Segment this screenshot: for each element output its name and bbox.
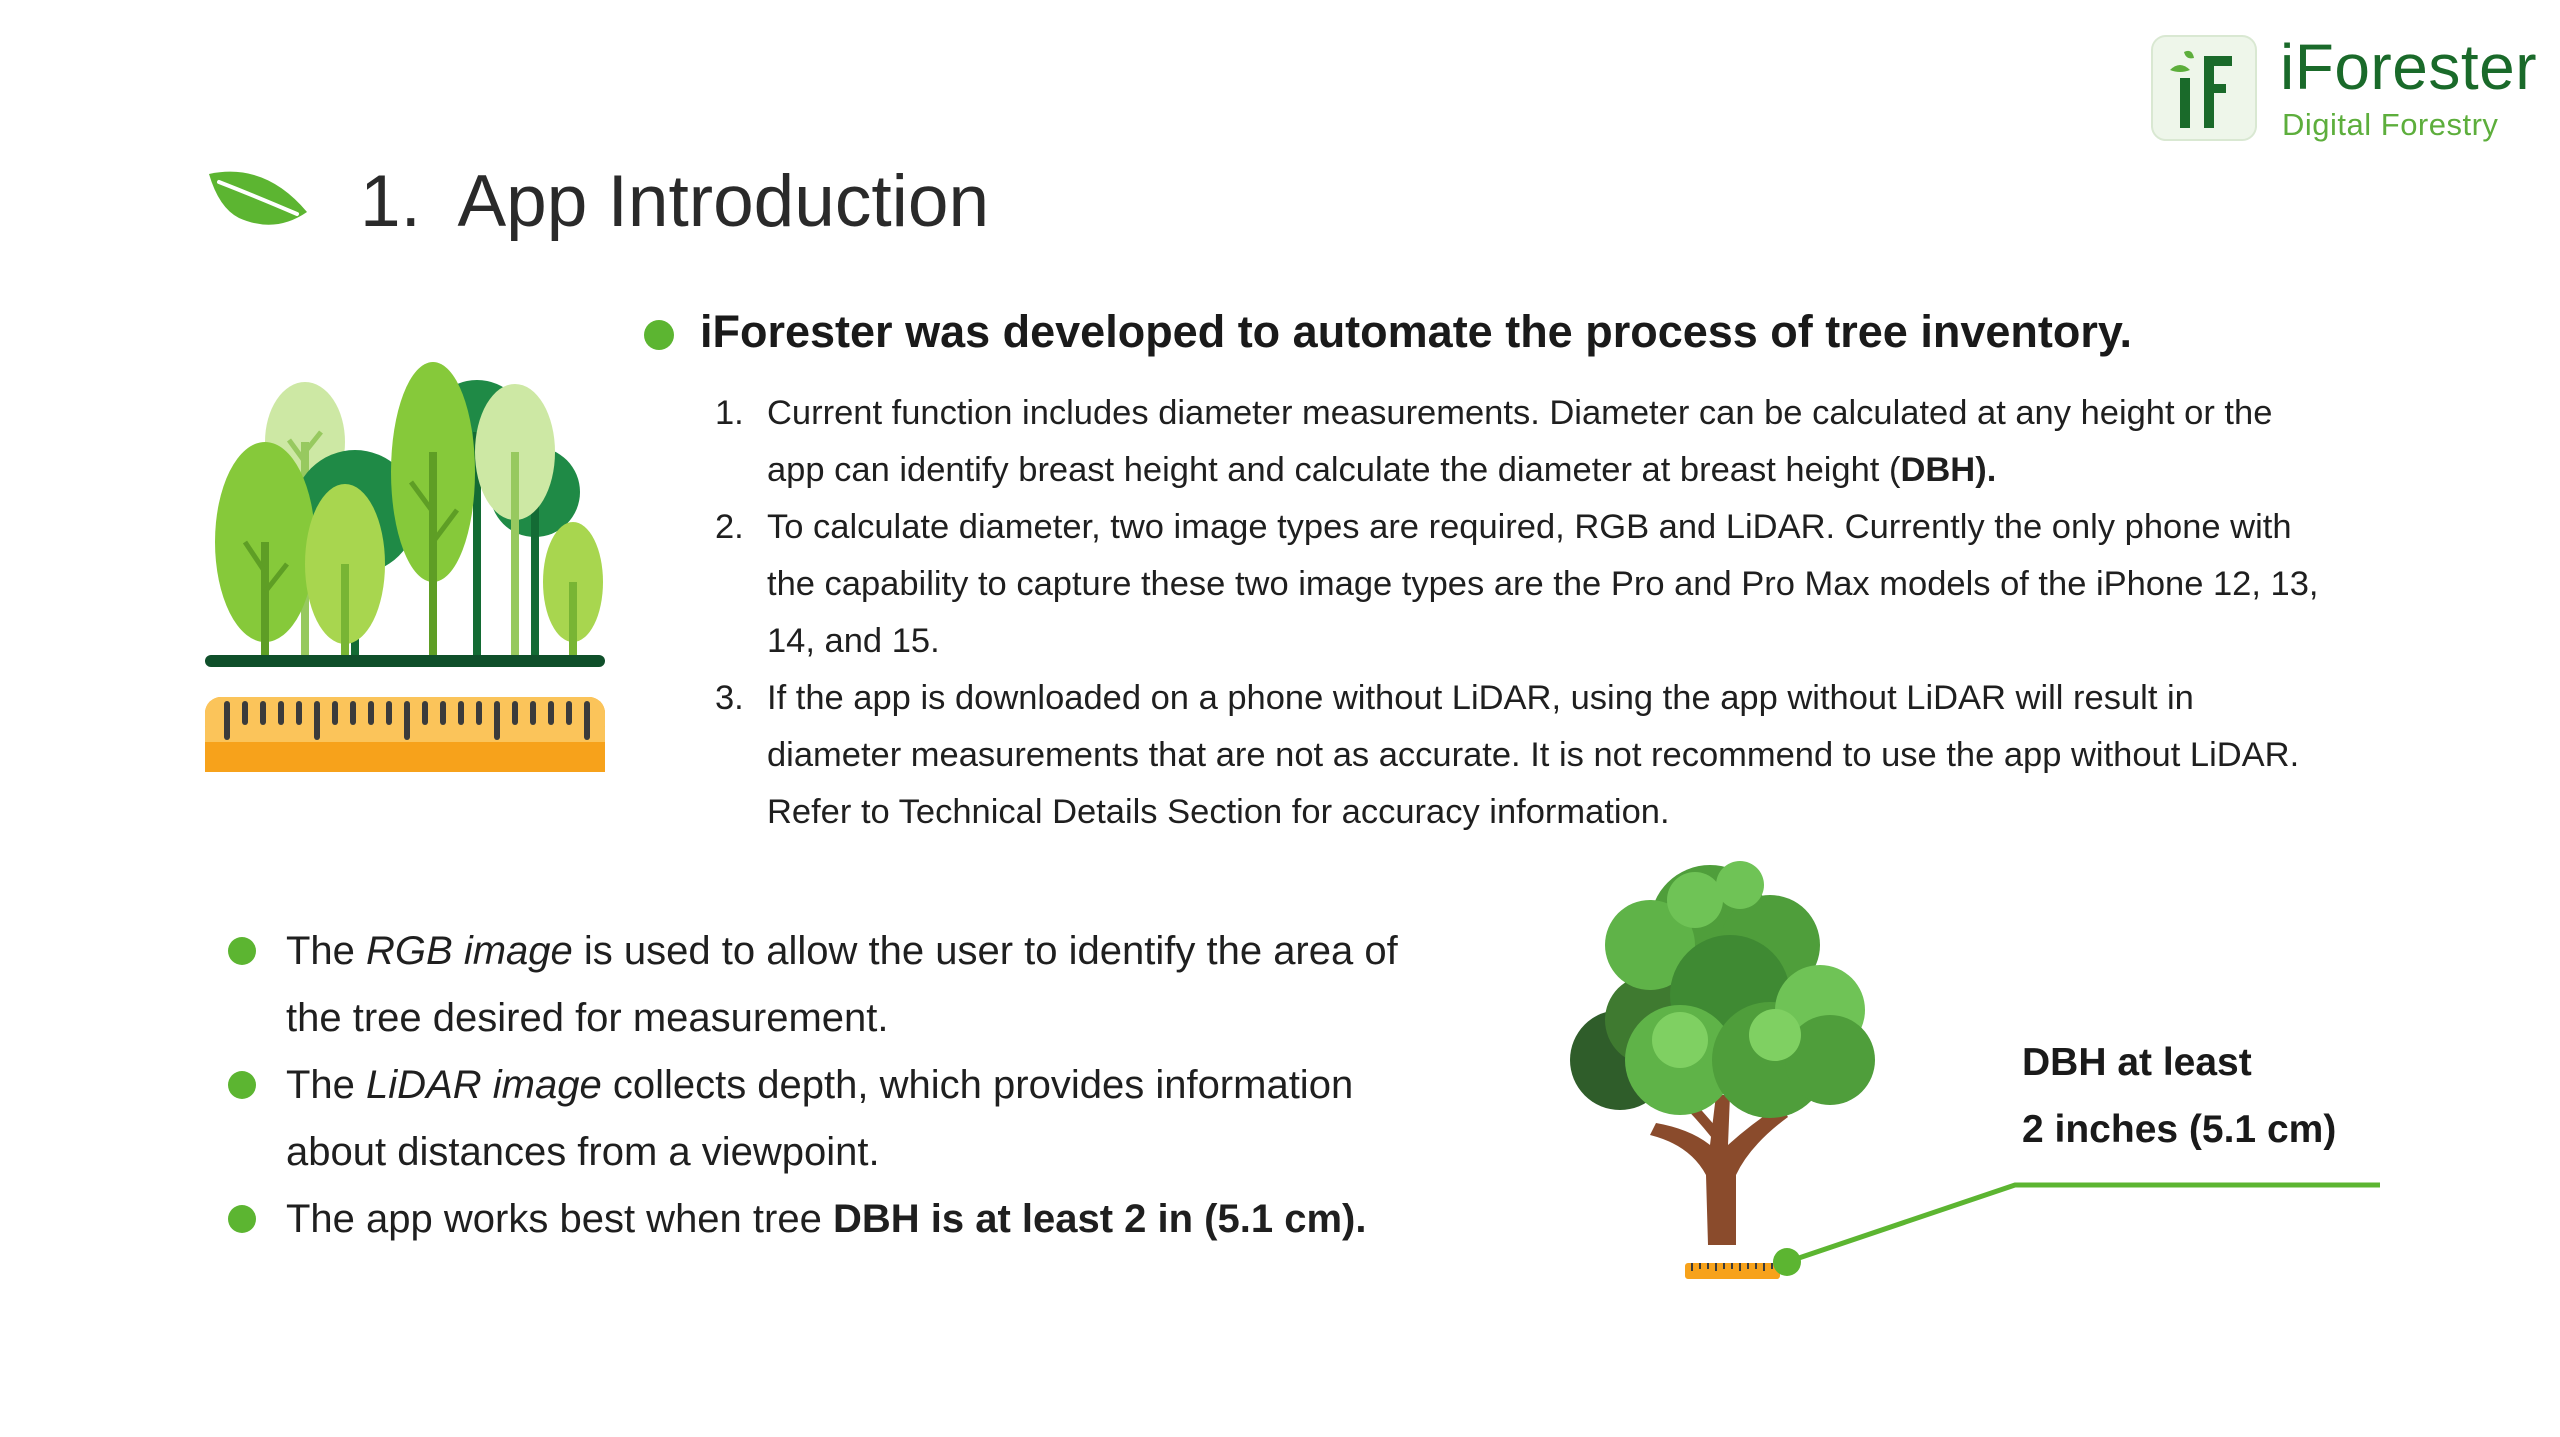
logo-mark-icon — [2151, 35, 2257, 141]
callout-line-1: DBH at least — [2022, 1041, 2252, 1084]
leaf-icon — [209, 171, 307, 225]
feature-list: The RGB image is used to allow the user … — [228, 918, 1528, 1253]
list-item-bold: DBH). — [1900, 451, 1997, 489]
logo-tagline: Digital Forestry — [2282, 107, 2499, 142]
list-item-line: Current function includes diameter measu… — [767, 394, 2273, 432]
list-item-line: To calculate diameter, two image types a… — [767, 508, 2292, 546]
feature-line: The LiDAR image collects depth, which pr… — [286, 1052, 1528, 1119]
feature-text: The — [286, 1063, 367, 1107]
page-title: 1. App Introduction — [360, 160, 989, 243]
tree-illustration — [1570, 861, 2380, 1279]
list-item: 2. To calculate diameter, two image type… — [715, 499, 2375, 670]
list-item-number: 3. — [715, 679, 744, 717]
feature-text: is used to allow the user to identify th… — [572, 929, 1398, 973]
list-item-line: the capability to capture these two imag… — [767, 565, 2319, 603]
forest-illustration — [205, 362, 605, 772]
list-item-line: Refer to Technical Details Section for a… — [767, 793, 1670, 831]
feature-line: the tree desired for measurement. — [286, 996, 889, 1040]
list-item-line: If the app is downloaded on a phone with… — [767, 679, 2194, 717]
feature-line: about distances from a viewpoint. — [286, 1130, 880, 1174]
brand-logo: iForester Digital Forestry — [2150, 30, 2540, 145]
list-item: 3. If the app is downloaded on a phone w… — [715, 670, 2375, 841]
bullet-icon — [228, 1071, 256, 1099]
list-item-number: 1. — [715, 394, 744, 432]
feature-bold: DBH is at least 2 in (5.1 cm). — [832, 1197, 1367, 1241]
feature-text: The app works best when tree — [286, 1197, 833, 1241]
list-item-text: app can identify breast height and calcu… — [767, 451, 1901, 489]
logo-name: iForester — [2280, 31, 2537, 103]
ruler-icon — [205, 697, 605, 772]
feature-line: The RGB image is used to allow the user … — [286, 918, 1528, 985]
list-item-number: 2. — [715, 508, 744, 546]
feature-line: The app works best when tree DBH is at l… — [286, 1186, 1528, 1253]
numbered-list: 1. Current function includes diameter me… — [715, 385, 2375, 841]
bullet-icon — [228, 1205, 256, 1233]
feature-item-lidar: The LiDAR image collects depth, which pr… — [228, 1052, 1528, 1186]
feature-text: The — [286, 929, 367, 973]
list-item-line: 14, and 15. — [767, 622, 940, 660]
feature-item-dbh: The app works best when tree DBH is at l… — [228, 1186, 1528, 1253]
callout-line-2: 2 inches (5.1 cm) — [2022, 1108, 2337, 1151]
feature-item-rgb: The RGB image is used to allow the user … — [228, 918, 1528, 1052]
page-title-number: 1. — [360, 161, 421, 242]
list-item-line: diameter measurements that are not as ac… — [767, 736, 2300, 774]
feature-emphasis: LiDAR image — [366, 1063, 602, 1107]
intro-bullet-icon — [644, 320, 674, 350]
list-item-line: app can identify breast height and calcu… — [767, 442, 2375, 499]
page-title-text: App Introduction — [457, 161, 990, 242]
feature-emphasis: RGB image — [366, 929, 573, 973]
feature-text: collects depth, which provides informati… — [601, 1063, 1354, 1107]
list-item: 1. Current function includes diameter me… — [715, 385, 2375, 499]
bullet-icon — [228, 937, 256, 965]
intro-title: iForester was developed to automate the … — [700, 306, 2133, 357]
